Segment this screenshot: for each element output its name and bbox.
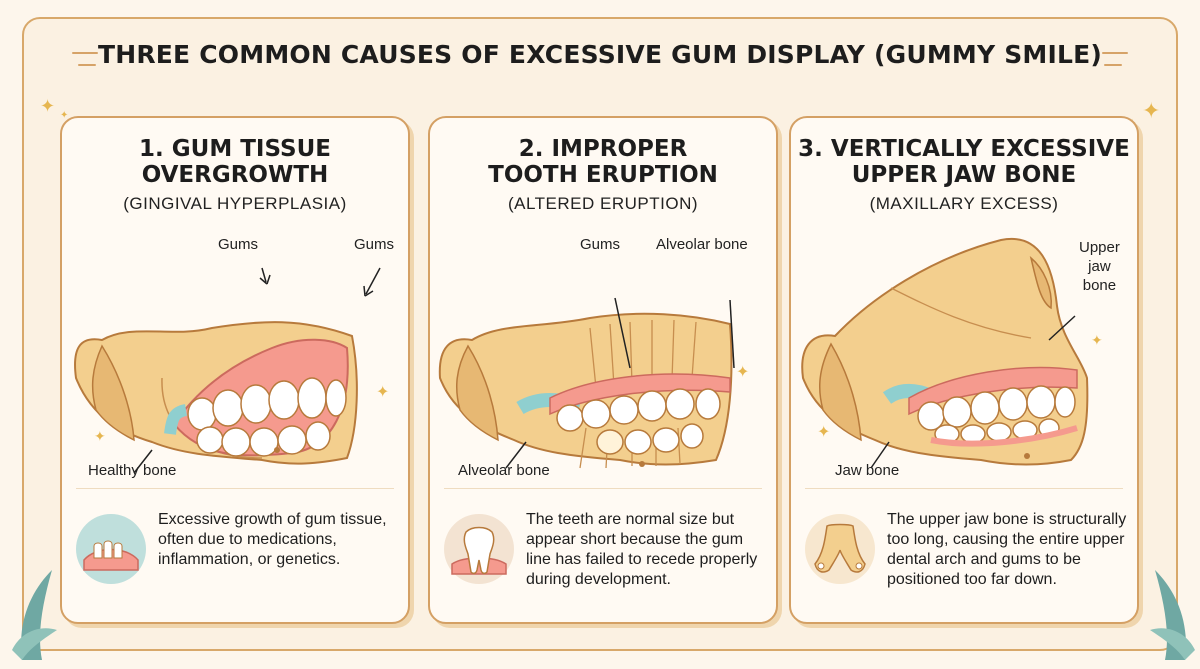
label-healthy-bone: Healthy bone — [88, 462, 177, 479]
jaw-illustration-overgrowth — [74, 267, 381, 474]
label-gums: Gums — [218, 236, 259, 253]
panel-divider — [76, 488, 394, 489]
label-upper-jaw-bone: Upper jaw bone — [1079, 238, 1120, 295]
panel-subtitle: (MAXILLARY EXCESS) — [869, 194, 1059, 213]
page-title: THREE COMMON CAUSES OF EXCESSIVE GUM DIS… — [97, 40, 1103, 69]
label-alveolar-bone: Alveolar bone — [656, 236, 748, 253]
label-jaw-bone: Jaw bone — [835, 462, 900, 479]
panel-title-line2: TOOTH ERUPTION — [488, 162, 718, 188]
label-gums: Gums — [354, 236, 395, 253]
panel-title-line1: 3. VERTICALLY EXCESSIVE — [798, 136, 1130, 162]
label-upper-jaw-bone-line3: bone — [1082, 277, 1117, 294]
label-upper-jaw-bone-line1: Upper — [1079, 239, 1120, 256]
sparkle-icon: ✦ — [376, 384, 390, 401]
tooth-icon — [444, 514, 514, 584]
sparkle-icon: ✦ — [736, 364, 750, 381]
panel-description: The teeth are normal size but appear sho… — [526, 511, 758, 588]
sparkle-icon: ✦ — [60, 110, 69, 121]
panel-subtitle: (ALTERED ERUPTION) — [507, 194, 699, 213]
overgrown-gum-icon — [76, 514, 146, 584]
title-dash — [78, 64, 96, 66]
panel-title-line2: UPPER JAW BONE — [851, 162, 1077, 188]
leaf-right-icon — [1150, 570, 1195, 660]
panel-title-line1: 2. IMPROPER — [518, 136, 688, 162]
panel-subtitle: (GINGIVAL HYPERPLASIA) — [123, 194, 347, 213]
panel-divider — [805, 488, 1123, 489]
sparkle-icon: ✦ — [1091, 332, 1103, 348]
panel-description: Excessive growth of gum tissue, often du… — [158, 511, 387, 568]
sparkle-icon: ✦ — [40, 96, 56, 116]
jaw-illustration-eruption — [438, 297, 735, 469]
panel-gum-overgrowth: 1. GUM TISSUE OVERGROWTH (GINGIVAL HYPER… — [60, 116, 410, 624]
jaw-illustration-maxillary — [801, 237, 1089, 469]
label-gums: Gums — [580, 236, 621, 253]
label-upper-jaw-bone-line2: jaw — [1088, 258, 1111, 275]
sparkle-icon: ✦ — [1142, 98, 1161, 123]
title-dash — [72, 52, 98, 54]
panel-title-line1: 1. GUM TISSUE — [139, 136, 331, 162]
sparkle-icon: ✦ — [94, 428, 106, 444]
panel-description: The upper jaw bone is structurally too l… — [887, 511, 1127, 588]
label-alveolar-bone: Alveolar bone — [458, 462, 550, 479]
panel-maxillary-excess: 3. VERTICALLY EXCESSIVE UPPER JAW BONE (… — [789, 116, 1139, 624]
title-dash — [1104, 64, 1122, 66]
panel-altered-eruption: 2. IMPROPER TOOTH ERUPTION (ALTERED ERUP… — [428, 116, 778, 624]
title-dash — [1102, 52, 1128, 54]
leaf-left-icon — [12, 570, 57, 660]
panel-title-line2: OVERGROWTH — [141, 162, 329, 188]
upper-jaw-icon — [805, 514, 875, 584]
sparkle-icon: ✦ — [817, 424, 831, 441]
panel-divider — [444, 488, 762, 489]
